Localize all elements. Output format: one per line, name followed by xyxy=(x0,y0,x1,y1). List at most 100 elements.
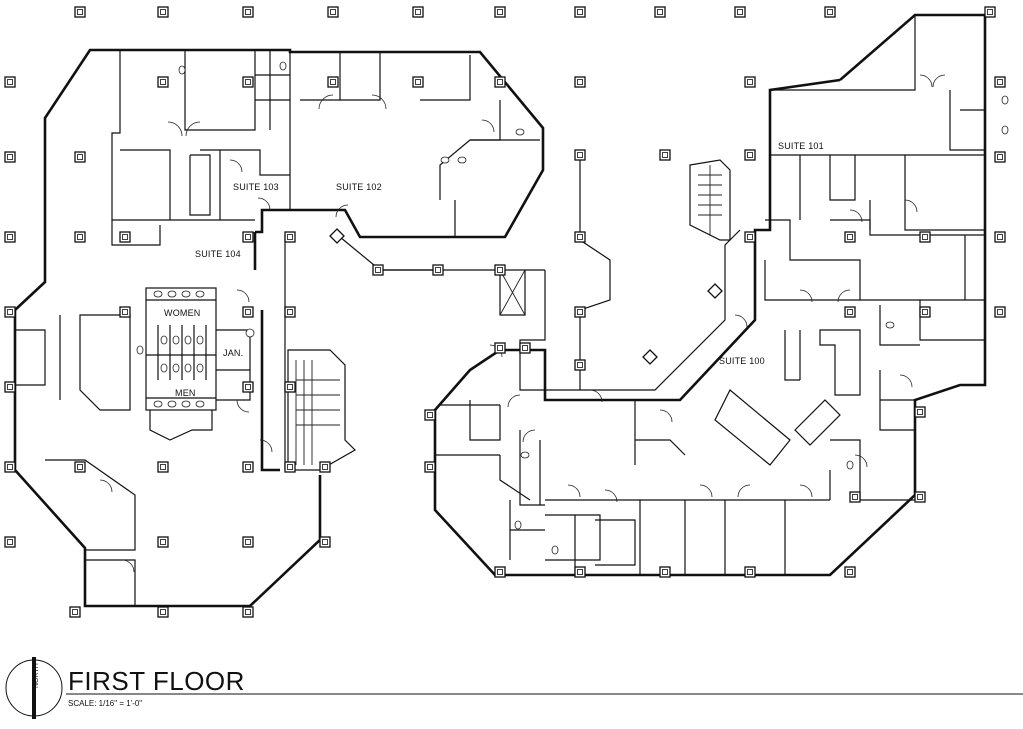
column xyxy=(984,6,996,18)
west-exterior-wall xyxy=(13,48,545,608)
column-core xyxy=(997,79,1003,85)
column-core xyxy=(847,309,853,315)
column xyxy=(744,566,756,578)
column-core xyxy=(375,267,381,273)
column xyxy=(844,566,856,578)
column xyxy=(284,461,296,473)
column-core xyxy=(77,464,83,470)
connector xyxy=(519,155,741,391)
column xyxy=(4,76,16,88)
column xyxy=(849,491,861,503)
column-core xyxy=(577,79,583,85)
column-core xyxy=(7,154,13,160)
column-core xyxy=(322,539,328,545)
room-labels: SUITE 103 SUITE 102 SUITE 104 WOMEN MEN … xyxy=(164,141,824,398)
column-core xyxy=(497,9,503,15)
column xyxy=(744,76,756,88)
column xyxy=(659,566,671,578)
column xyxy=(424,409,436,421)
column xyxy=(494,342,506,354)
column-core xyxy=(77,154,83,160)
column xyxy=(432,264,444,276)
column xyxy=(654,6,666,18)
column xyxy=(157,536,169,548)
column xyxy=(284,381,296,393)
column xyxy=(494,76,506,88)
column xyxy=(74,151,86,163)
column xyxy=(412,76,424,88)
column xyxy=(919,231,931,243)
column xyxy=(919,306,931,318)
column xyxy=(157,76,169,88)
column-core xyxy=(322,464,328,470)
column-core xyxy=(577,569,583,575)
column xyxy=(319,536,331,548)
column xyxy=(744,149,756,161)
column-core xyxy=(662,569,668,575)
column-core xyxy=(827,9,833,15)
column xyxy=(994,76,1006,88)
label-men: MEN xyxy=(175,388,196,398)
column xyxy=(914,491,926,503)
column xyxy=(119,306,131,318)
column-core xyxy=(997,234,1003,240)
column-core xyxy=(747,569,753,575)
column-core xyxy=(7,79,13,85)
column-core xyxy=(427,464,433,470)
label-suite-104: SUITE 104 xyxy=(195,249,241,259)
column xyxy=(574,231,586,243)
column xyxy=(284,306,296,318)
column-core xyxy=(522,345,528,351)
column-core xyxy=(997,154,1003,160)
column xyxy=(74,6,86,18)
column-core xyxy=(747,152,753,158)
column xyxy=(412,6,424,18)
column-core xyxy=(287,384,293,390)
column-core xyxy=(245,609,251,615)
column-core xyxy=(245,539,251,545)
column-core xyxy=(160,464,166,470)
label-suite-103: SUITE 103 xyxy=(233,182,279,192)
column-core xyxy=(917,409,923,415)
doors xyxy=(99,74,946,573)
column xyxy=(574,6,586,18)
west-building xyxy=(13,48,545,608)
column-core xyxy=(997,309,1003,315)
column-core xyxy=(577,309,583,315)
column xyxy=(157,606,169,618)
column-core xyxy=(497,569,503,575)
column-core xyxy=(7,234,13,240)
column xyxy=(242,6,254,18)
column-core xyxy=(497,345,503,351)
column xyxy=(844,231,856,243)
column xyxy=(119,231,131,243)
column-core xyxy=(160,539,166,545)
column xyxy=(574,566,586,578)
column-core xyxy=(847,569,853,575)
label-women: WOMEN xyxy=(164,308,201,318)
column xyxy=(914,406,926,418)
column xyxy=(74,231,86,243)
column xyxy=(4,536,16,548)
column xyxy=(242,536,254,548)
column xyxy=(4,461,16,473)
column-core xyxy=(497,267,503,273)
fixtures xyxy=(136,61,1009,555)
column-core xyxy=(497,79,503,85)
column xyxy=(284,231,296,243)
east-exterior-wall xyxy=(433,13,987,577)
column-core xyxy=(737,9,743,15)
column xyxy=(4,381,16,393)
drawing-title: FIRST FLOOR xyxy=(68,666,245,696)
column-core xyxy=(245,234,251,240)
column-core xyxy=(435,267,441,273)
column-core xyxy=(577,9,583,15)
column-core xyxy=(577,362,583,368)
north-label: NORTH xyxy=(33,663,40,688)
column xyxy=(242,76,254,88)
column-core xyxy=(662,152,668,158)
column-core xyxy=(7,464,13,470)
column xyxy=(4,231,16,243)
column xyxy=(424,461,436,473)
